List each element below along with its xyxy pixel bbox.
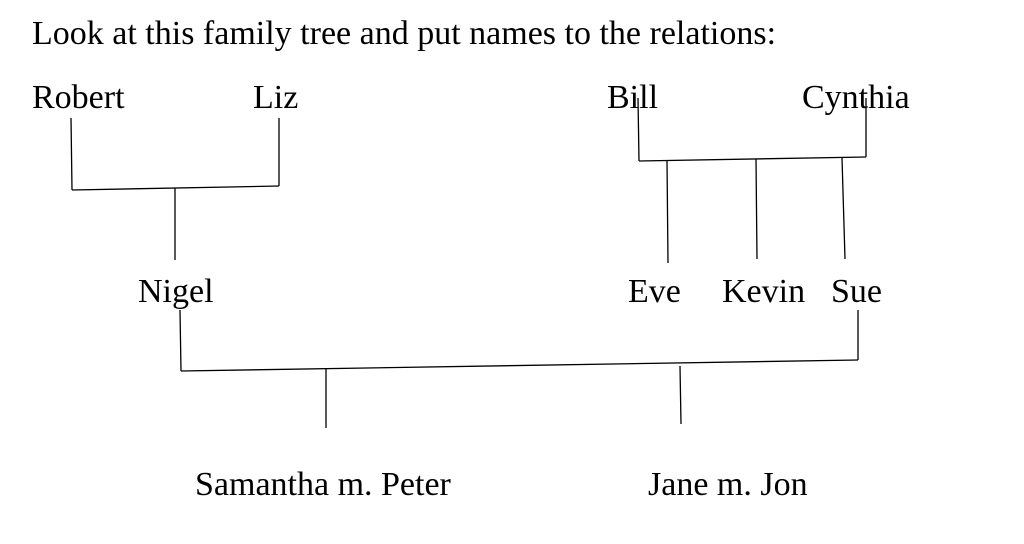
person-cynthia: Cynthia	[802, 79, 910, 116]
person-eve: Eve	[628, 273, 681, 310]
bill-cynthia-union-line	[638, 156, 867, 162]
person-samantha-peter: Samantha m. Peter	[195, 466, 451, 503]
person-nigel: Nigel	[138, 273, 214, 310]
person-bill: Bill	[607, 79, 659, 116]
person-sue: Sue	[831, 273, 882, 310]
nigel-sue-union-line	[180, 359, 859, 372]
person-robert: Robert	[32, 79, 125, 116]
nigel-down-line	[179, 309, 182, 372]
person-jane-jon: Jane m. Jon	[648, 466, 808, 503]
instruction-text: Look at this family tree and put names t…	[32, 15, 777, 52]
jane-descent-line	[679, 365, 682, 425]
person-liz: Liz	[253, 79, 299, 116]
eve-descent-line	[666, 159, 669, 264]
person-kevin: Kevin	[722, 273, 806, 310]
kevin-descent-line	[755, 158, 758, 260]
robert-liz-union-line	[71, 185, 280, 191]
sue-descent-line	[841, 157, 846, 260]
robert-down-line	[70, 117, 73, 191]
